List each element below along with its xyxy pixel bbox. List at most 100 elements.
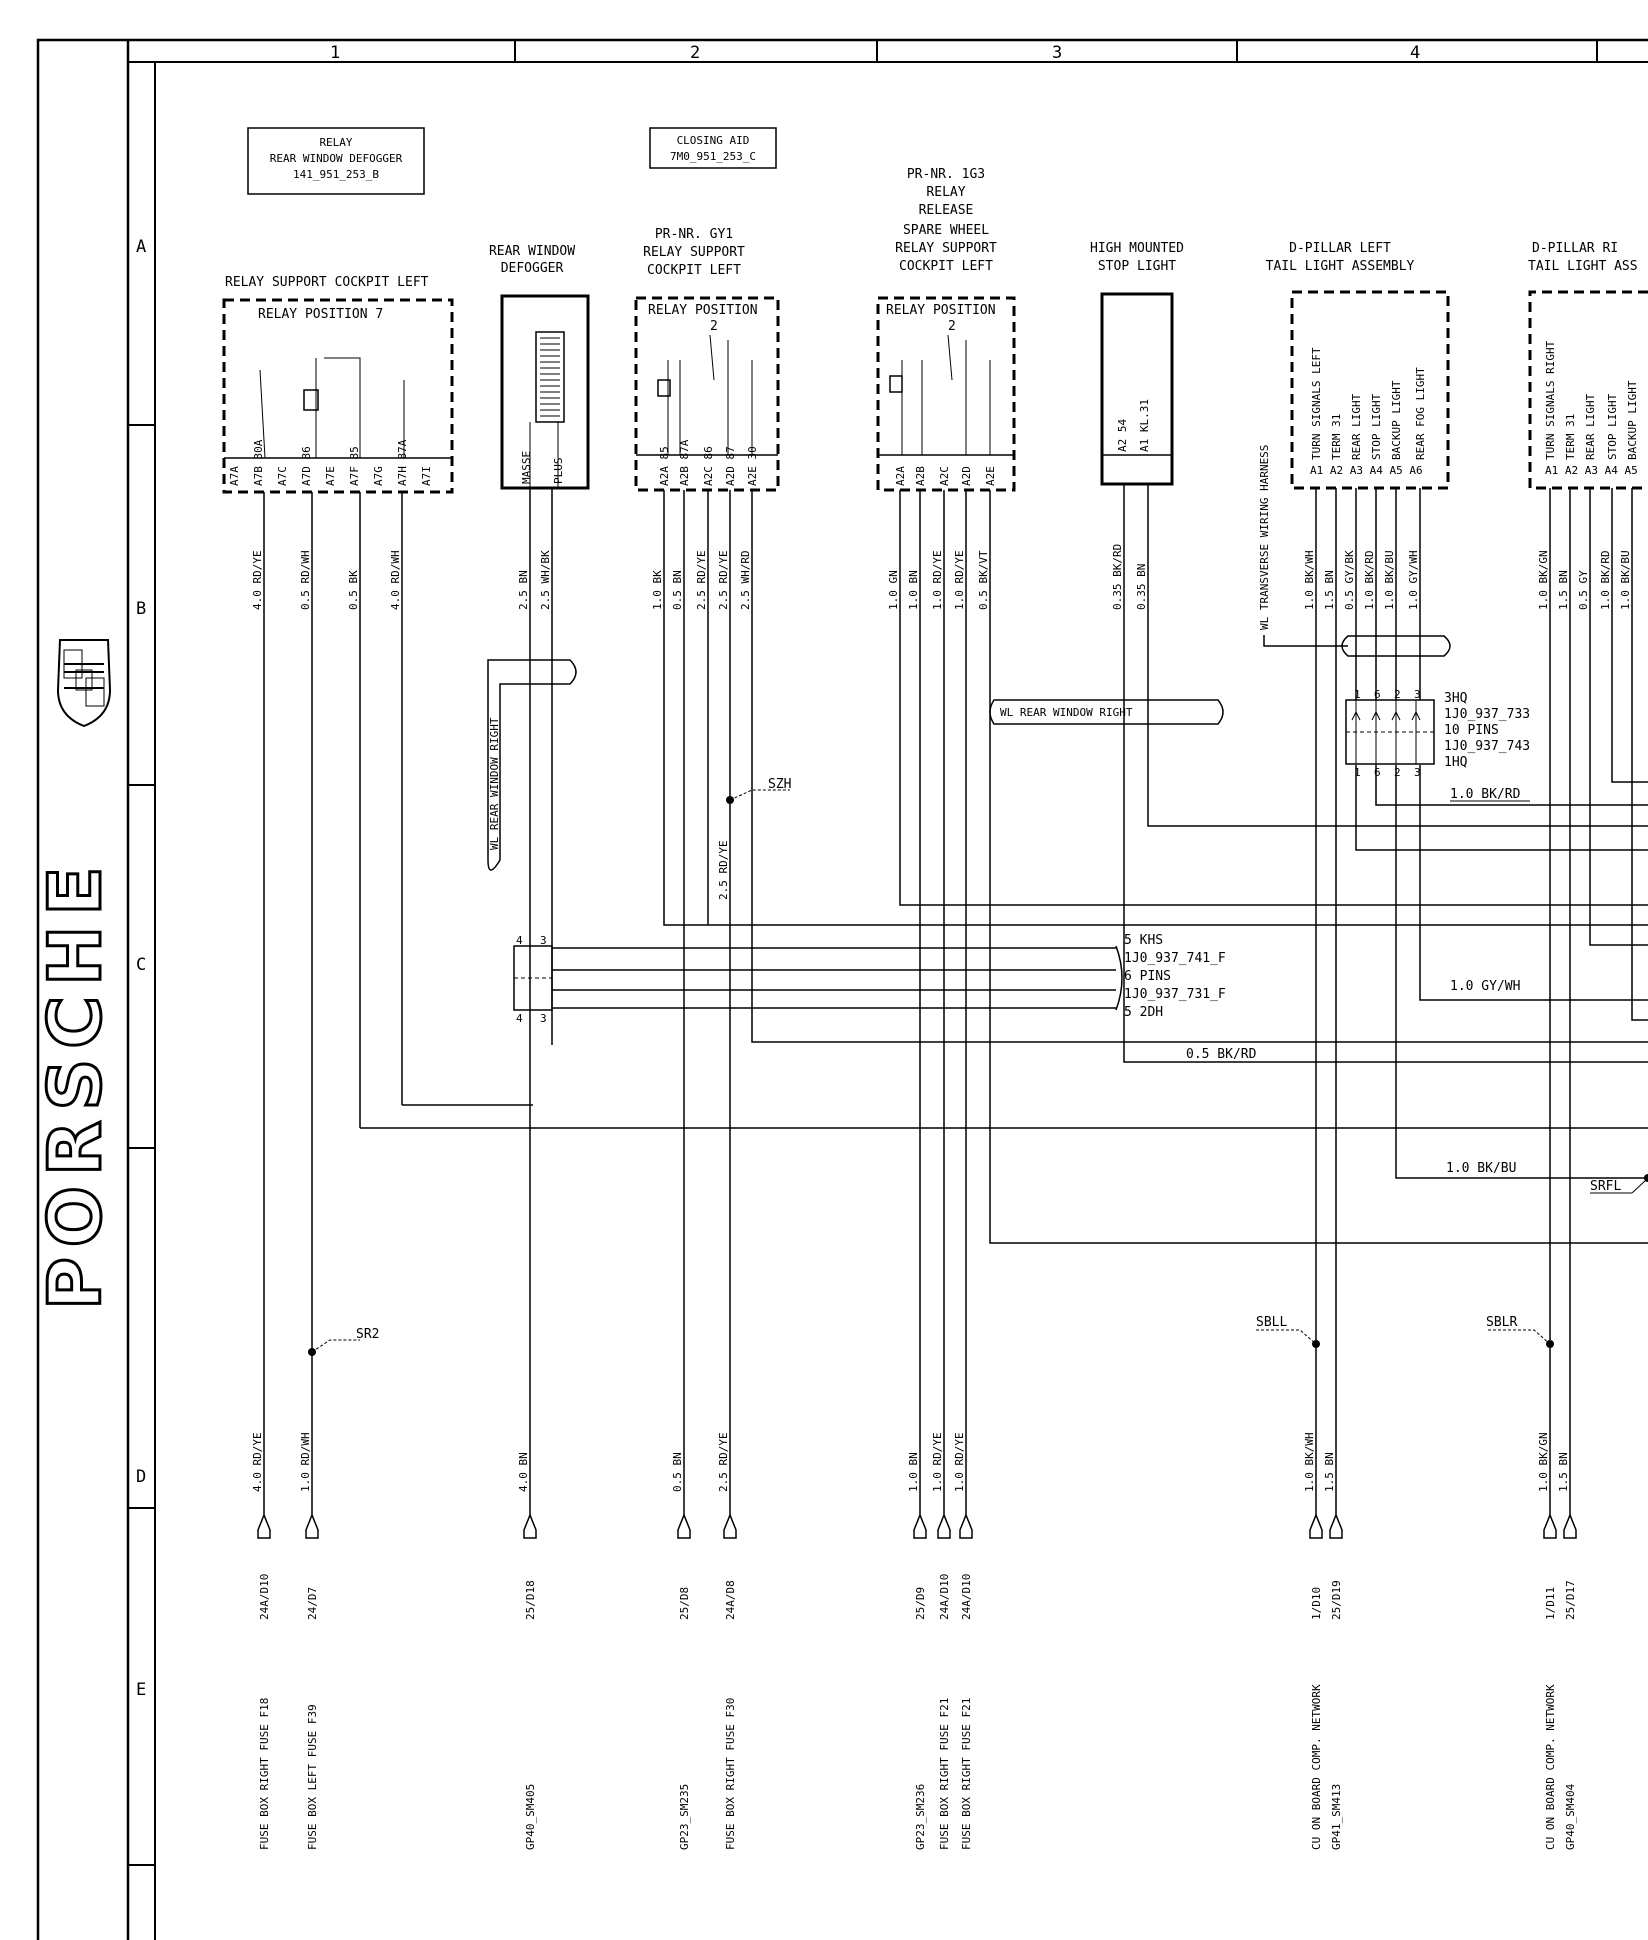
pin-number: 6 [1374, 766, 1381, 779]
terminal-destination: FUSE BOX RIGHT FUSE F21 [960, 1698, 973, 1850]
pin-label: STOP LIGHT [1606, 393, 1619, 460]
terminal-destination: FUSE BOX RIGHT FUSE F30 [724, 1698, 737, 1850]
wire-label: 1.0 BN [907, 1452, 920, 1492]
svg-text:HIGH MOUNTED: HIGH MOUNTED [1090, 241, 1184, 256]
terminal-ref: 25/D8 [678, 1587, 691, 1620]
svg-text:SZH: SZH [768, 777, 791, 792]
pin-number: 1 [1354, 766, 1361, 779]
connector-label: 1HQ [1444, 755, 1468, 770]
connector-label: 1J0_937_743 [1444, 739, 1530, 754]
terminal-ref: 1/D11 [1544, 1587, 1557, 1620]
pin-label: BACKUP LIGHT [1390, 380, 1403, 460]
wire-label: 1.0 RD/YE [931, 1432, 944, 1492]
svg-text:RELAY POSITION: RELAY POSITION [648, 303, 758, 318]
wire-label: 1.0 BK/GN [1537, 550, 1550, 610]
row-label: D [136, 1467, 146, 1487]
splices: SZH SR2 SBLL SBLR SRFL [308, 777, 1647, 1356]
column-label: 2 [690, 43, 700, 63]
pin-label: TERM 31 [1564, 414, 1577, 460]
svg-text:RELAY POSITION 7: RELAY POSITION 7 [258, 307, 383, 322]
terminal-ref: 25/D17 [1564, 1580, 1577, 1620]
wire-label: 2.5 WH/BK [539, 550, 552, 610]
pin-label: REAR LIGHT [1350, 393, 1363, 460]
component-title: RELAY [926, 185, 965, 200]
terminal-ref: 24A/D10 [960, 1574, 973, 1620]
wire-label: 2.5 RD/YE [717, 840, 730, 900]
pin-label: TURN SIGNALS LEFT [1310, 347, 1323, 460]
pin-label: REAR LIGHT [1584, 393, 1597, 460]
tail-light-right: D-PILLAR RI TAIL LIGHT ASS TURN SIGNALS … [1528, 241, 1648, 490]
wire-label: 1.0 BK/RD [1363, 550, 1376, 610]
relay-gy1: PR-NR. GY1 RELAY SUPPORT COCKPIT LEFT RE… [634, 227, 780, 492]
svg-text:2: 2 [710, 319, 718, 334]
connector-label: 6 PINS [1124, 969, 1171, 984]
wire-label: 0.5 GY/BK [1343, 550, 1356, 610]
svg-text:3: 3 [540, 934, 547, 947]
pin-label: A7I [420, 466, 433, 486]
pin-label: A2D [960, 466, 973, 486]
pin-label: A2B 87A [678, 439, 691, 486]
component-title: COCKPIT LEFT [899, 259, 993, 274]
wire-label: 1.0 GY/WH [1407, 550, 1420, 610]
row-label: A [136, 237, 146, 257]
pin-number: 1 [1354, 688, 1361, 701]
svg-text:TAIL LIGHT ASSEMBLY: TAIL LIGHT ASSEMBLY [1266, 259, 1415, 274]
wire-label: 0.5 BK [347, 570, 360, 610]
wire-label: 1.5 BN [1323, 1452, 1336, 1492]
svg-text:1.0 BK/BU: 1.0 BK/BU [1446, 1161, 1516, 1176]
svg-text:WL REAR WINDOW RIGHT: WL REAR WINDOW RIGHT [1000, 706, 1133, 719]
wire-label: 1.0 RD/WH [299, 1432, 312, 1492]
svg-text:STOP LIGHT: STOP LIGHT [1098, 259, 1176, 274]
wire-label: 2.5 WH/RD [739, 550, 752, 610]
row-label: B [136, 599, 146, 619]
wire-label: 1.0 RD/YE [953, 550, 966, 610]
svg-text:4: 4 [516, 934, 523, 947]
component-title: PR-NR. 1G3 [907, 167, 985, 182]
svg-text:D-PILLAR LEFT: D-PILLAR LEFT [1289, 241, 1391, 256]
wire-label: 1.5 BN [1557, 570, 1570, 610]
connector-label: 1J0_937_731_F [1124, 987, 1226, 1002]
svg-text:REAR WINDOW: REAR WINDOW [489, 244, 575, 259]
terminal-destination: FUSE BOX RIGHT FUSE F18 [258, 1698, 271, 1850]
terminal-ref: 24A/D10 [258, 1574, 271, 1620]
rear-window-defogger: REAR WINDOW DEFOGGER MASSE PLUS [489, 244, 590, 490]
harness-transverse: WL TRANSVERSE WIRING HARNESS [1258, 445, 1451, 657]
terminal-destination: GP41_SM413 [1330, 1784, 1343, 1850]
tail-light-left: D-PILLAR LEFT TAIL LIGHT ASSEMBLY TURN S… [1266, 241, 1450, 490]
wire-label: 4.0 BN [517, 1452, 530, 1492]
terminal-ref: 25/D9 [914, 1587, 927, 1620]
terminal-ref: 24A/D8 [724, 1580, 737, 1620]
terminal-destination: FUSE BOX LEFT FUSE F39 [306, 1704, 319, 1850]
horizontal-wire-labels: 1.0 BK/RD 1.0 GY/WH 0.5 BK/RD 1.0 BK/BU [1186, 787, 1530, 1176]
svg-text:1.0 GY/WH: 1.0 GY/WH [1450, 979, 1520, 994]
pin-label: A7A [228, 466, 241, 486]
svg-text:SR2: SR2 [356, 1327, 379, 1342]
pin-label: A2A 85 [658, 446, 671, 486]
terminal-ref: 25/D18 [524, 1580, 537, 1620]
component-title: RELAY SUPPORT [895, 241, 997, 256]
terminal-ref: 25/D19 [1330, 1580, 1343, 1620]
svg-text:0.5 BK/RD: 0.5 BK/RD [1186, 1047, 1257, 1062]
svg-text:PLUS: PLUS [552, 458, 565, 485]
connector-label: 1J0_937_733 [1444, 707, 1530, 722]
pin-label: A2B [914, 466, 927, 486]
svg-text:SBLL: SBLL [1256, 1315, 1287, 1330]
wire-label: 2.5 RD/YE [717, 1432, 730, 1492]
svg-text:1.0 BK/RD: 1.0 BK/RD [1450, 787, 1521, 802]
pin-label: A7C [276, 466, 289, 486]
wire-label: 4.0 RD/WH [389, 550, 402, 610]
connector-label: 5 2DH [1124, 1005, 1163, 1020]
terminal-destination: GP40_SM405 [524, 1784, 537, 1850]
svg-text:PR-NR. GY1: PR-NR. GY1 [655, 227, 733, 242]
pin-label: TERM 31 [1330, 414, 1343, 460]
pin-label: A7H 87A [396, 439, 409, 486]
pin-number: 6 [1374, 688, 1381, 701]
harness-rear-window-right: WL REAR WINDOW RIGHT [487, 659, 577, 871]
component-title: SPARE WHEEL [903, 223, 989, 238]
svg-text:DEFOGGER: DEFOGGER [501, 261, 564, 276]
terminal-destination: FUSE BOX RIGHT FUSE F21 [938, 1698, 951, 1850]
svg-text:REAR WINDOW DEFOGGER: REAR WINDOW DEFOGGER [270, 152, 403, 165]
svg-text:WL REAR WINDOW RIGHT: WL REAR WINDOW RIGHT [488, 717, 501, 850]
svg-text:A1 A2 A3 A4 A5 A6: A1 A2 A3 A4 A5 A6 [1310, 464, 1423, 477]
